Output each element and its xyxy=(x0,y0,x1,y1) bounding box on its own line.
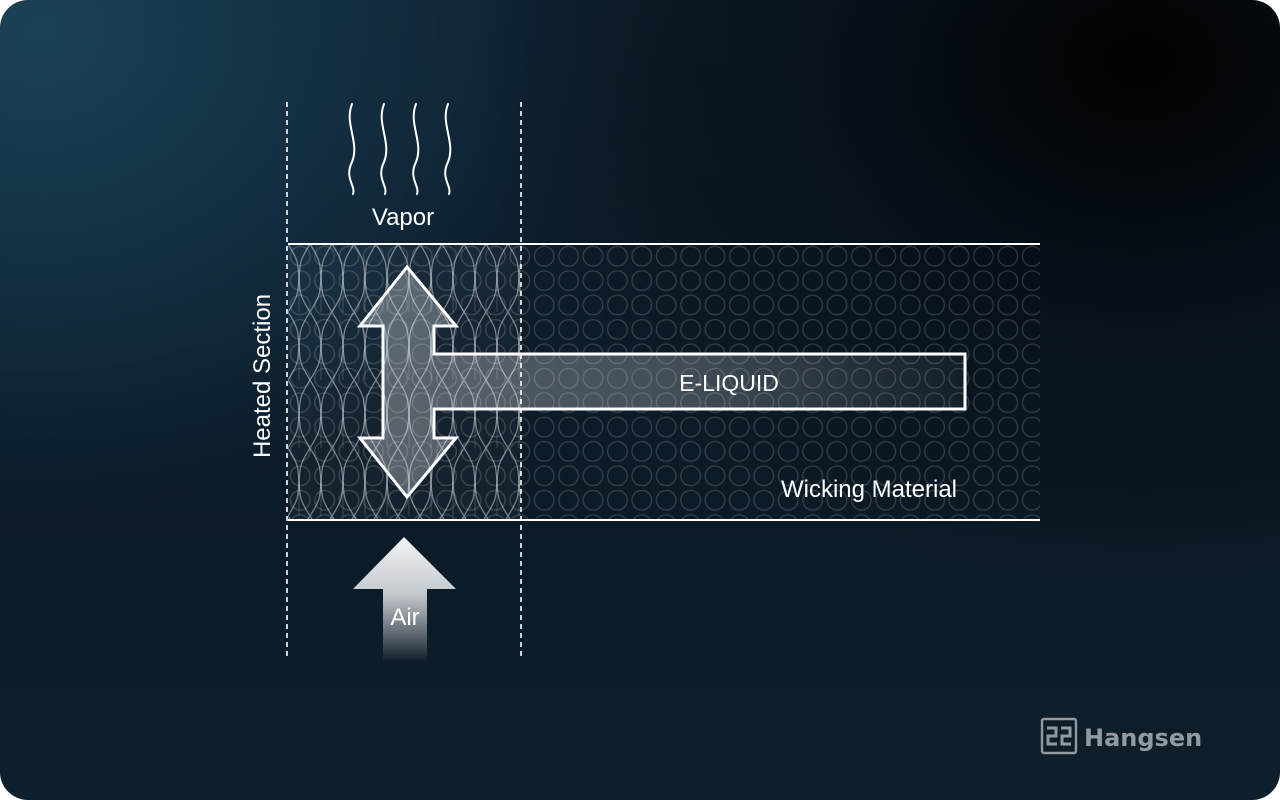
vapor-waves xyxy=(348,103,452,195)
heated-section-label: Heated Section xyxy=(249,294,276,458)
brand-logo-icon xyxy=(1040,717,1078,755)
vapor-label: Vapor xyxy=(372,204,434,231)
brand-logo: Hangsen xyxy=(1040,717,1202,755)
air-label: Air xyxy=(390,604,419,631)
e-liquid-double-arrow xyxy=(356,264,967,500)
air-arrow xyxy=(353,537,456,662)
e-liquid-label: E-LIQUID xyxy=(679,370,779,396)
wicking-material-label: Wicking Material xyxy=(781,476,957,503)
brand-name: Hangsen xyxy=(1084,724,1202,752)
